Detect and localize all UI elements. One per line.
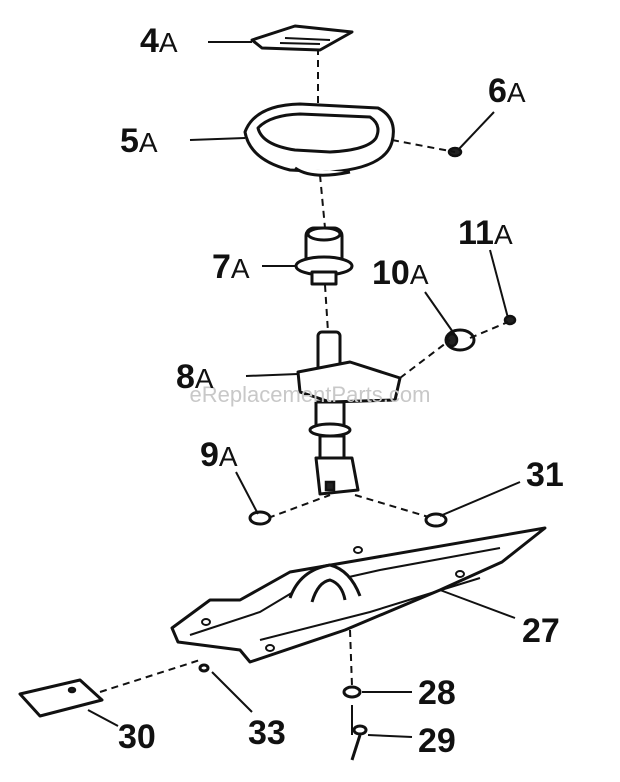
part-9a-disc xyxy=(248,510,272,526)
part-10a-roller xyxy=(444,328,476,352)
watermark: eReplacementParts.com xyxy=(190,382,431,407)
label-29: 29 xyxy=(418,722,456,760)
label-4a: 4A xyxy=(140,22,178,60)
label-7a: 7A xyxy=(212,248,250,286)
part-27-base-plate xyxy=(170,526,547,664)
label-30: 30 xyxy=(118,718,156,756)
part-29-screw xyxy=(350,705,368,761)
part-28-washer xyxy=(342,685,362,699)
part-7a-bushing xyxy=(294,226,354,286)
part-33-pin xyxy=(198,663,210,673)
leader-lines xyxy=(87,41,521,738)
part-30-plate xyxy=(18,678,104,718)
label-9a: 9A xyxy=(200,436,238,474)
label-27: 27 xyxy=(522,612,560,650)
label-10a: 10A xyxy=(372,254,429,292)
label-33: 33 xyxy=(248,714,286,752)
part-31-disc xyxy=(424,512,448,528)
label-28: 28 xyxy=(418,674,456,712)
part-8a-shaft-assembly xyxy=(296,330,402,496)
assembly-axis xyxy=(267,48,433,519)
part-5a-knob xyxy=(243,102,395,177)
label-31: 31 xyxy=(526,456,564,494)
label-5a: 5A xyxy=(120,122,158,160)
label-8a: 8A xyxy=(176,358,214,396)
label-6a: 6A xyxy=(488,72,526,110)
label-11a: 11A xyxy=(458,214,513,252)
part-4a-cap-plate xyxy=(250,24,354,52)
